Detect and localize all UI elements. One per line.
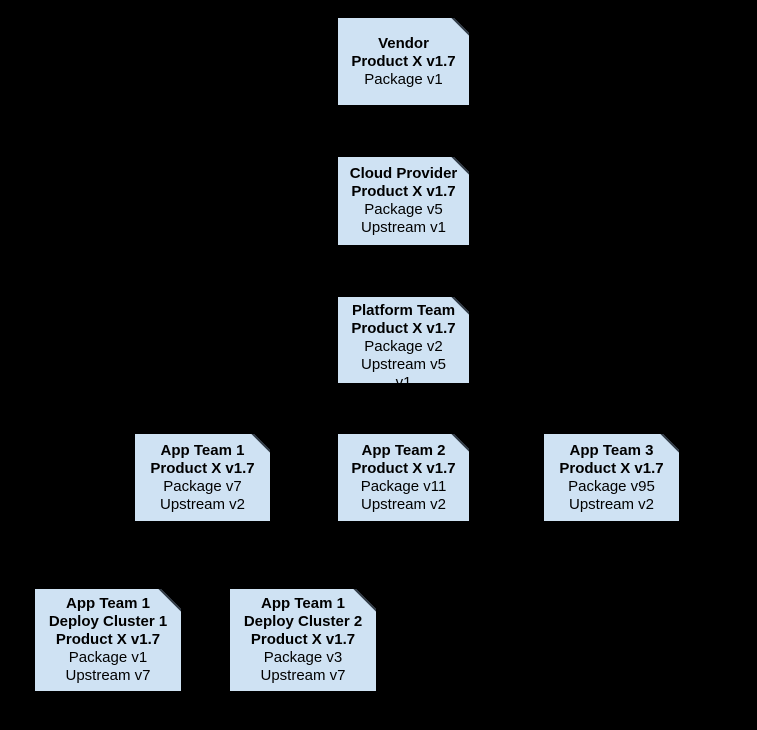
node-text-line: Deploy Cluster 1 (48, 613, 168, 630)
node-text-line: Package v1 (68, 649, 148, 666)
node-text-line: App Team 2 (361, 442, 446, 459)
node-text-line: App Team 1 (160, 442, 245, 459)
node-text-line: Product X v1.7 (55, 631, 161, 648)
node-text-line: Product X v1.7 (351, 460, 456, 477)
node-text-line: Package v7 (163, 478, 242, 495)
node-text-line: Upstream v7 (65, 667, 151, 684)
node-text-line: Package v3 (263, 649, 343, 666)
node-text-line: Upstream v2 (568, 496, 655, 513)
node-text-line: Upstream v1 (360, 219, 447, 236)
node-text-line: Package v2 (364, 338, 443, 355)
node-text-line: Package v11 (360, 478, 447, 495)
node-text-line: v1 (395, 374, 412, 383)
node-text-line: Product X v1.7 (351, 183, 456, 200)
node-text-line: Package v95 (568, 478, 655, 495)
node-text-line: Upstream v7 (260, 667, 346, 684)
node-text-line: Product X v1.7 (150, 460, 255, 477)
node-text-line: Product X v1.7 (351, 53, 456, 70)
node-text-line: Product X v1.7 (250, 631, 356, 648)
node-text-line: App Team 3 (569, 442, 654, 459)
node-text-line: Product X v1.7 (351, 320, 456, 337)
node-text-line: Upstream v2 (159, 496, 246, 513)
node-text-line: Package v1 (364, 71, 443, 88)
node-text-line: Product X v1.7 (559, 460, 664, 477)
node-text-line: Package v5 (364, 201, 443, 218)
node-text-line: Platform Team (351, 302, 456, 319)
node-text-line: App Team 1 (66, 595, 150, 612)
node-text-line: Upstream v5 (360, 356, 447, 373)
node-text-line: Upstream v2 (360, 496, 447, 513)
node-text-line: Deploy Cluster 2 (243, 613, 363, 630)
node-text-line: Cloud Provider (349, 165, 458, 182)
node-text-line: App Team 1 (261, 595, 345, 612)
node-text-line: Vendor (378, 35, 429, 52)
